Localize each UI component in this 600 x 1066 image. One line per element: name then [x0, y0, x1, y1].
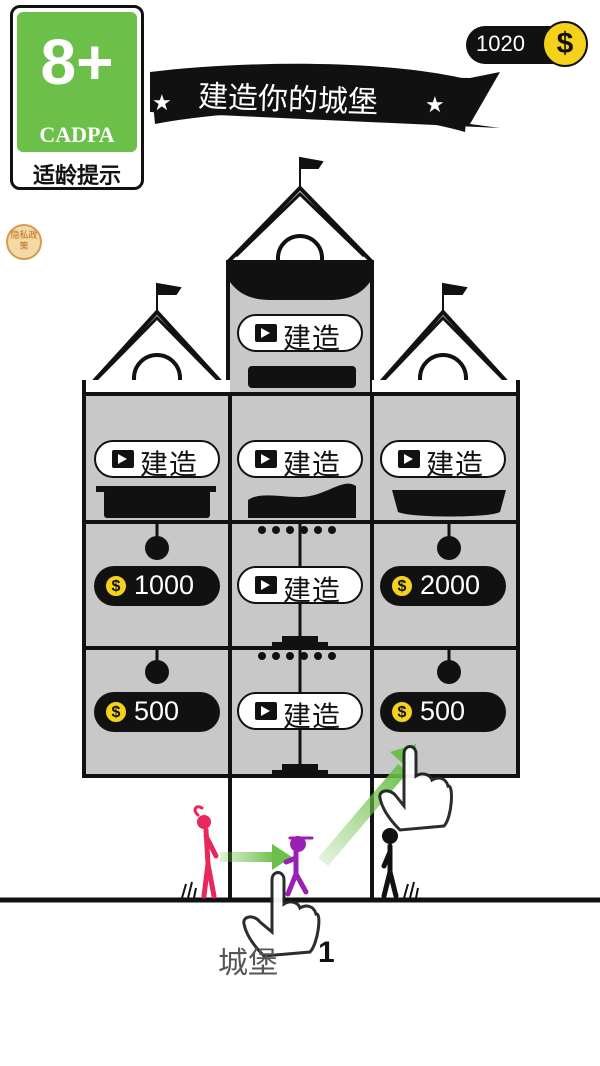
video-icon — [255, 702, 277, 720]
coin-icon: $ — [390, 700, 414, 724]
age-rating-caption: 适龄提示 — [32, 164, 121, 189]
video-icon — [255, 576, 277, 594]
build-button-middle-floor2[interactable]: 建造 — [237, 566, 363, 607]
bed-silhouette — [248, 366, 356, 388]
build-button-left-floor3[interactable]: 建造 — [94, 440, 220, 481]
age-rating-org: CADPA — [39, 122, 115, 147]
coin-icon: $ — [104, 700, 128, 724]
buy-button-left-floor2[interactable]: $ 1000 — [94, 566, 220, 606]
video-icon — [112, 450, 134, 468]
level-label: 城堡 — [218, 946, 278, 981]
castle-windows — [132, 234, 468, 392]
buy-button-right-floor1[interactable]: $ 500 — [380, 692, 506, 732]
player-figure — [283, 836, 314, 897]
build-button-middle-floor3[interactable]: 建造 — [237, 440, 363, 481]
age-rating-badge: 8+ CADPA 适龄提示 — [10, 5, 144, 190]
chandelier — [258, 526, 336, 660]
grass — [181, 881, 419, 899]
furniture-silhouettes — [96, 483, 506, 776]
build-button-top-bedroom[interactable]: 建造 — [237, 314, 363, 355]
buy-button-right-floor2[interactable]: $ 2000 — [380, 566, 506, 606]
star-icon: ★ — [152, 91, 172, 116]
build-button-middle-floor1[interactable]: 建造 — [237, 692, 363, 733]
coin-icon: $ — [104, 574, 128, 598]
banner-title: 建造你的城堡 — [197, 79, 378, 120]
dark-figure — [381, 828, 399, 899]
coin-icon: $ — [542, 21, 588, 67]
coin-counter: 1020 $ — [466, 21, 588, 67]
title-banner: ★ ★ 建造你的城堡 — [150, 63, 500, 132]
privacy-policy-icon[interactable]: 隐私政策 — [6, 224, 42, 260]
video-icon — [398, 450, 420, 468]
video-icon — [255, 324, 277, 342]
level-number: 1 — [318, 936, 335, 969]
princess-figure — [193, 805, 219, 899]
buy-button-left-floor1[interactable]: $ 500 — [94, 692, 220, 732]
coin-count: 1020 — [476, 31, 525, 56]
coin-icon: $ — [390, 574, 414, 598]
age-rating-number: 8+ — [40, 26, 114, 98]
star-icon: ★ — [425, 93, 445, 118]
build-button-right-floor3[interactable]: 建造 — [380, 440, 506, 481]
hand-pointer-icon — [242, 745, 453, 958]
age-rating-panel: 8+ CADPA — [17, 12, 137, 152]
castle-roofs — [82, 185, 518, 394]
flag-icon — [156, 156, 468, 312]
video-icon — [255, 450, 277, 468]
